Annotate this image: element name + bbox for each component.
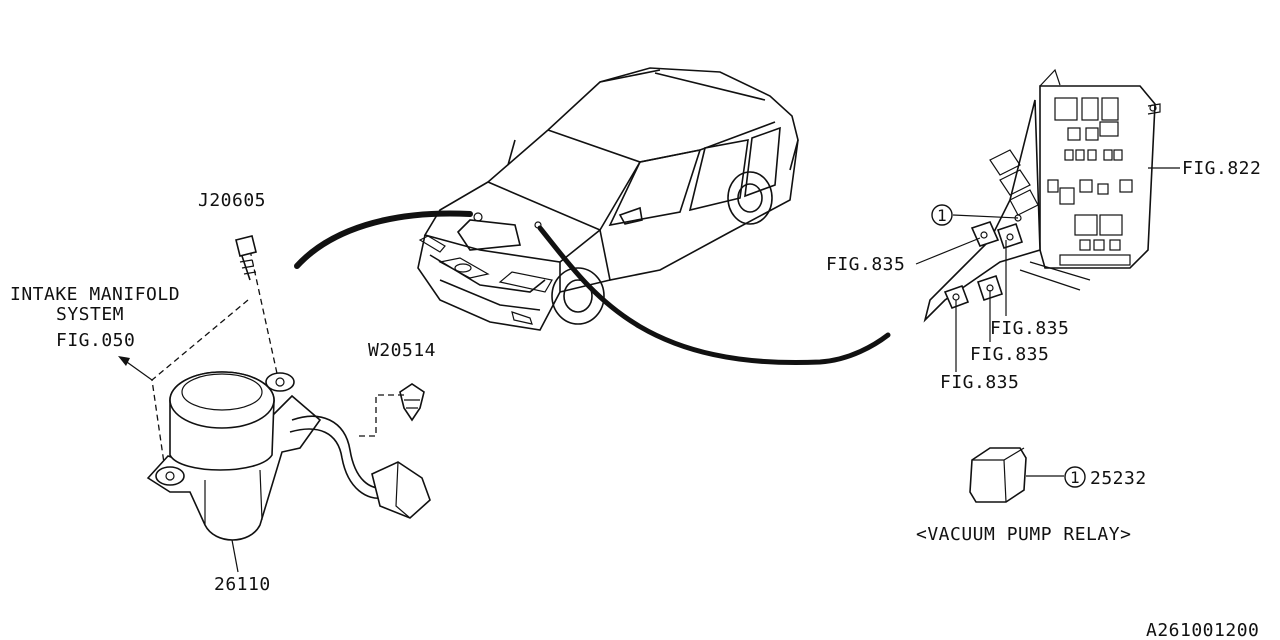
vacuum-pump-relay-illustration: [969, 447, 1064, 503]
clip-w20514-illustration: [355, 383, 425, 437]
ref-number-box: 1: [937, 206, 947, 225]
label-fig-835-c[interactable]: FIG.835: [970, 344, 1049, 365]
ref-number-relay: 1: [1070, 468, 1080, 487]
label-bolt-j20605[interactable]: J20605: [198, 190, 266, 211]
label-fig-050[interactable]: FIG.050: [56, 330, 135, 351]
label-clip-w20514[interactable]: W20514: [368, 340, 436, 361]
label-fig-835-a[interactable]: FIG.835: [826, 254, 905, 275]
label-fig-835-b[interactable]: FIG.835: [990, 318, 1069, 339]
diagram-id: A261001200: [1146, 620, 1259, 640]
leader-to-fuse-box: [537, 225, 891, 366]
label-fig-822[interactable]: FIG.822: [1182, 158, 1261, 179]
leader-to-vacuum-pump: [294, 210, 473, 269]
ref-circle-relay: [1064, 466, 1086, 488]
label-relay-caption: <VACUUM PUMP RELAY>: [916, 524, 1131, 545]
label-intake-manifold-line2: SYSTEM: [56, 304, 124, 325]
vacuum-pump-illustration: [118, 235, 431, 541]
label-fig-835-d[interactable]: FIG.835: [940, 372, 1019, 393]
ref-circle-box: [931, 204, 953, 226]
label-relay-25232[interactable]: 25232: [1090, 468, 1147, 489]
label-intake-manifold-line1: INTAKE MANIFOLD: [10, 284, 180, 305]
fuse-box-illustration: [923, 68, 1161, 323]
car-illustration: [417, 67, 799, 331]
label-pump-26110[interactable]: 26110: [214, 574, 271, 595]
